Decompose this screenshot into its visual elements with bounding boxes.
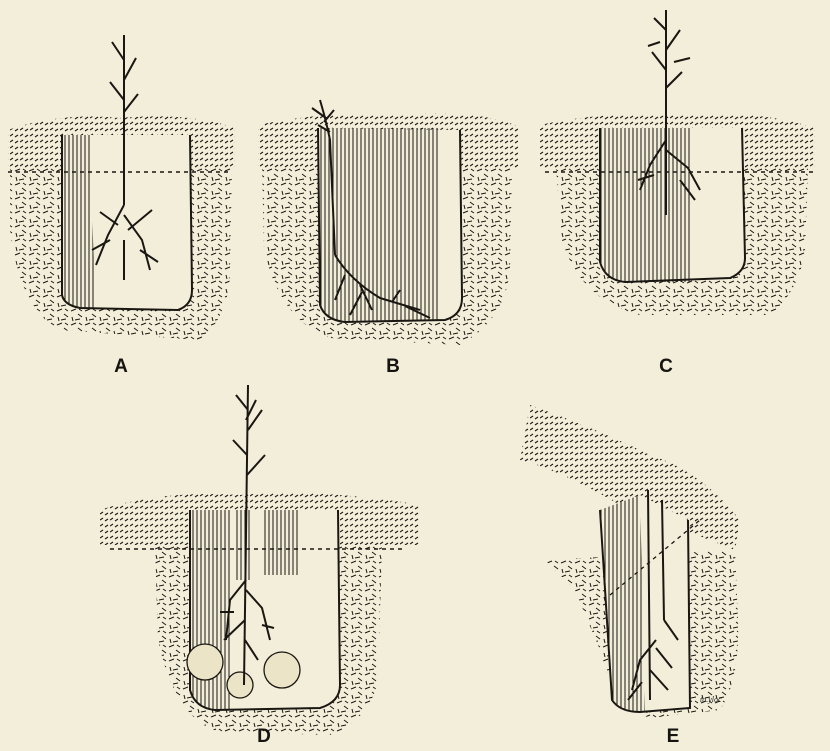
panel-label-b: B (378, 356, 408, 378)
hole-wall-shading (600, 128, 690, 282)
hole-wall-shading (62, 135, 95, 308)
panel-label-a: A (106, 356, 136, 378)
panel-label-d: D (249, 726, 279, 748)
panel-a (8, 35, 235, 340)
engraver-signature: ta.yloc (700, 695, 722, 704)
panel-e (520, 405, 740, 718)
panel-label-e: E (658, 726, 688, 748)
panel-b (258, 100, 518, 345)
panel-c (540, 10, 815, 315)
panel-d (100, 385, 420, 735)
hole-wall-shading (318, 128, 440, 322)
panel-label-c: C (651, 356, 681, 378)
